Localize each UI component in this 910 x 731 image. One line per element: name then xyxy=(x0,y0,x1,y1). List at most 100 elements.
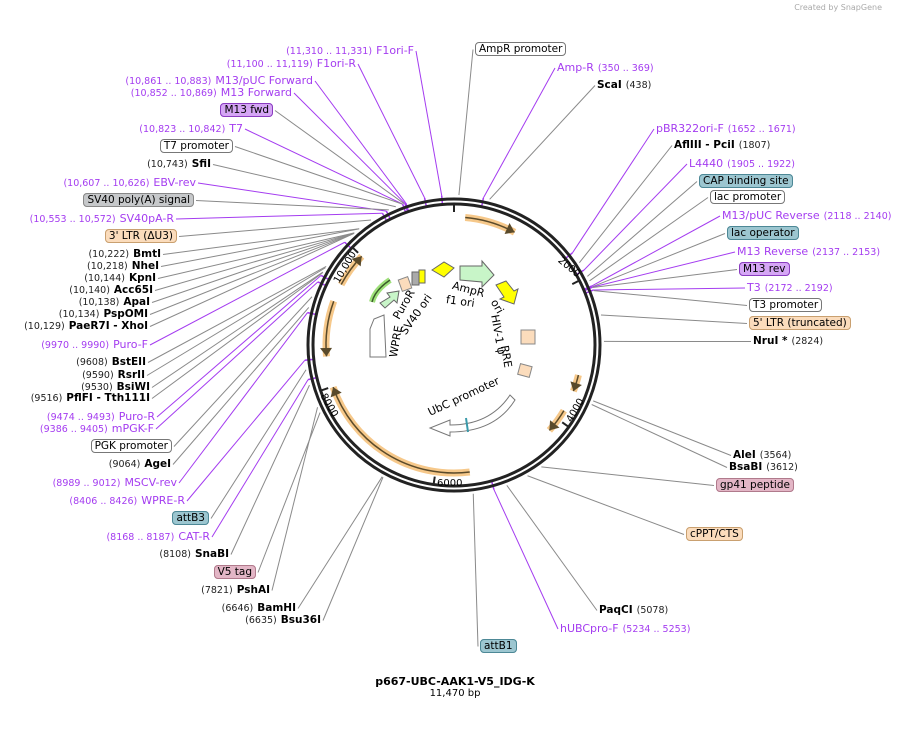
enzyme-kpni[interactable]: (10,144)KpnI xyxy=(84,272,156,284)
enzyme-scai[interactable]: ScaI(438) xyxy=(597,79,652,91)
ampr-arrow xyxy=(459,259,495,289)
feature-pgk-promoter[interactable]: PGK promoter xyxy=(90,439,172,453)
leader-line xyxy=(149,241,345,346)
leader-line xyxy=(489,85,596,200)
enzyme-bsu36i[interactable]: (6635)Bsu36I xyxy=(245,614,321,626)
feature-gp41-peptide[interactable]: gp41 peptide xyxy=(716,478,794,492)
enzyme-snabi[interactable]: (8108)SnaBI xyxy=(159,548,229,560)
enzyme-afliii-pcii[interactable]: AflIII - PciI(1807) xyxy=(674,139,771,151)
leader-line xyxy=(230,384,310,555)
feature-sv40-polya-signal[interactable]: SV40 poly(A) signal xyxy=(83,193,194,207)
enzyme-pspomi[interactable]: (10,134)PspOMI xyxy=(58,308,148,320)
leader-line xyxy=(149,233,354,327)
leader-line xyxy=(591,215,721,287)
ring-tick xyxy=(320,387,329,392)
leader-line xyxy=(146,267,326,376)
leader-line xyxy=(482,67,556,199)
leader-line xyxy=(234,146,403,205)
plasmid-size: 11,470 bp xyxy=(429,688,481,699)
primer-puro-f[interactable]: (9970 .. 9990)Puro-F xyxy=(41,338,148,351)
leader-line xyxy=(178,219,372,237)
enzyme-nhei[interactable]: (10,218)NheI xyxy=(87,260,159,272)
feature-attb3[interactable]: attB3 xyxy=(172,511,209,525)
leader-line xyxy=(472,493,479,647)
enzyme-paqci[interactable]: PaqCI(5078) xyxy=(599,604,669,616)
primer-m13-reverse[interactable]: M13 Reverse(2137 .. 2153) xyxy=(737,245,881,258)
leader-line xyxy=(600,314,748,324)
leader-line xyxy=(154,232,355,291)
orf-arrowhead xyxy=(570,381,582,392)
feature-t7-promoter[interactable]: T7 promoter xyxy=(159,139,233,153)
enzyme-bsteii[interactable]: (9608)BstEII xyxy=(76,356,146,368)
enzyme-apai[interactable]: (10,138)ApaI xyxy=(78,296,150,308)
primer-amp-r[interactable]: Amp-R(350 .. 369) xyxy=(557,61,654,74)
primer-wpre-r[interactable]: (8406 .. 8426)WPRE-R xyxy=(69,494,185,507)
leader-line xyxy=(458,49,474,196)
primer-sv40pa-r[interactable]: (10,553 .. 10,572)SV40pA-R xyxy=(29,212,174,225)
enzyme-agei[interactable]: (9064)AgeI xyxy=(108,458,171,470)
puror-arc xyxy=(371,279,391,303)
orf-arrowhead xyxy=(351,256,362,267)
leader-line xyxy=(322,476,384,621)
primer-puro-r[interactable]: (9474 .. 9493)Puro-R xyxy=(46,410,155,423)
leader-line xyxy=(151,232,355,303)
inner-features xyxy=(369,259,536,437)
enzyme-rsrii[interactable]: (9590)RsrII xyxy=(82,369,145,381)
feature-lac-operator[interactable]: lac operator xyxy=(727,226,799,240)
enzyme-pflfi-tth111i[interactable]: (9516)PflFI - Tth111I xyxy=(30,392,150,404)
primer-l4440[interactable]: L4440(1905 .. 1922) xyxy=(689,157,795,170)
feature-ampr-promoter[interactable]: AmpR promoter xyxy=(475,42,567,56)
primer-m13-puc-reverse[interactable]: M13/pUC Reverse(2118 .. 2140) xyxy=(722,209,892,222)
orf-arrowhead xyxy=(504,223,515,234)
leader-line xyxy=(541,466,715,486)
rre-box xyxy=(517,363,533,378)
enzyme-sfii[interactable]: (10,743)SfiI xyxy=(147,158,211,170)
primer-m13-forward[interactable]: (10,852 .. 10,869)M13 Forward xyxy=(130,86,292,99)
leader-line xyxy=(155,281,319,430)
leader-line xyxy=(593,400,732,456)
primer-t3[interactable]: T3(2172 .. 2192) xyxy=(747,281,833,294)
feature-v5-tag[interactable]: V5 tag xyxy=(213,565,256,579)
primer-cat-r[interactable]: (8168 .. 8187)CAT-R xyxy=(106,530,210,543)
primer-t7[interactable]: (10,823 .. 10,842)T7 xyxy=(139,122,243,135)
enzyme-pshai[interactable]: (7821)PshAI xyxy=(201,584,270,596)
primer-ebv-rev[interactable]: (10,607 .. 10,626)EBV-rev xyxy=(63,176,196,189)
enzyme-bsabi[interactable]: BsaBI(3612) xyxy=(729,461,798,473)
enzyme-paer7i-xhoi[interactable]: (10,129)PaeR7I - XhoI xyxy=(24,320,148,332)
enzyme-acc65i[interactable]: (10,140)Acc65I xyxy=(69,284,153,296)
enzyme-nrui[interactable]: NruI *(2824) xyxy=(753,335,824,347)
feature-m13-rev[interactable]: M13 rev xyxy=(739,262,790,276)
enzyme-bamhi[interactable]: (6646)BamHI xyxy=(221,602,296,614)
leader-line xyxy=(210,369,307,519)
feature-lac-promoter[interactable]: lac promoter xyxy=(710,190,786,204)
ring-tick xyxy=(432,476,436,485)
feature-cap-binding-site[interactable]: CAP binding site xyxy=(699,174,793,188)
feature-5-ltr-truncated[interactable]: 5' LTR (truncated) xyxy=(749,316,851,330)
feature-m13-fwd[interactable]: M13 fwd xyxy=(220,103,273,117)
orf-arrowhead xyxy=(320,347,333,357)
primer-pbr322ori-f[interactable]: pBR322ori-F(1652 .. 1671) xyxy=(656,122,796,135)
primer-m13-puc-forward[interactable]: (10,861 .. 10,883)M13/pUC Forward xyxy=(125,74,313,87)
primer-hubcpro-f[interactable]: hUBCpro-F(5234 .. 5253) xyxy=(560,622,691,635)
leader-line xyxy=(297,476,383,609)
primer-f1ori-f[interactable]: (11,310 .. 11,331)F1ori-F xyxy=(286,44,414,57)
sv40-ori-box xyxy=(418,269,426,284)
primer-f1ori-r[interactable]: (11,100 .. 11,119)F1ori-R xyxy=(226,57,356,70)
feature-t3-promoter[interactable]: T3 promoter xyxy=(749,298,823,312)
enzyme-bmti[interactable]: (10,222)BmtI xyxy=(88,248,161,260)
primer-mpgk-f[interactable]: (9386 .. 9405)mPGK-F xyxy=(39,422,154,435)
ltr-box xyxy=(397,276,413,292)
leader-line xyxy=(592,233,726,288)
primer-mscv-rev[interactable]: (8989 .. 9012)MSCV-rev xyxy=(52,476,177,489)
feature-cppt-cts[interactable]: cPPT/CTS xyxy=(686,527,743,541)
enzyme-bsiwi[interactable]: (9530)BsiWI xyxy=(81,381,150,393)
orf-arc xyxy=(332,386,470,474)
leader-line xyxy=(415,50,443,196)
enzyme-alei[interactable]: AleI(3564) xyxy=(733,449,792,461)
backbone-inner-ring xyxy=(311,202,597,488)
feature-attb1[interactable]: attB1 xyxy=(480,639,517,653)
feature-3-ltr[interactable]: 3' LTR (ΔU3) xyxy=(104,229,177,243)
wpre-arrow xyxy=(369,314,387,358)
backbone-outer-ring xyxy=(306,197,602,493)
